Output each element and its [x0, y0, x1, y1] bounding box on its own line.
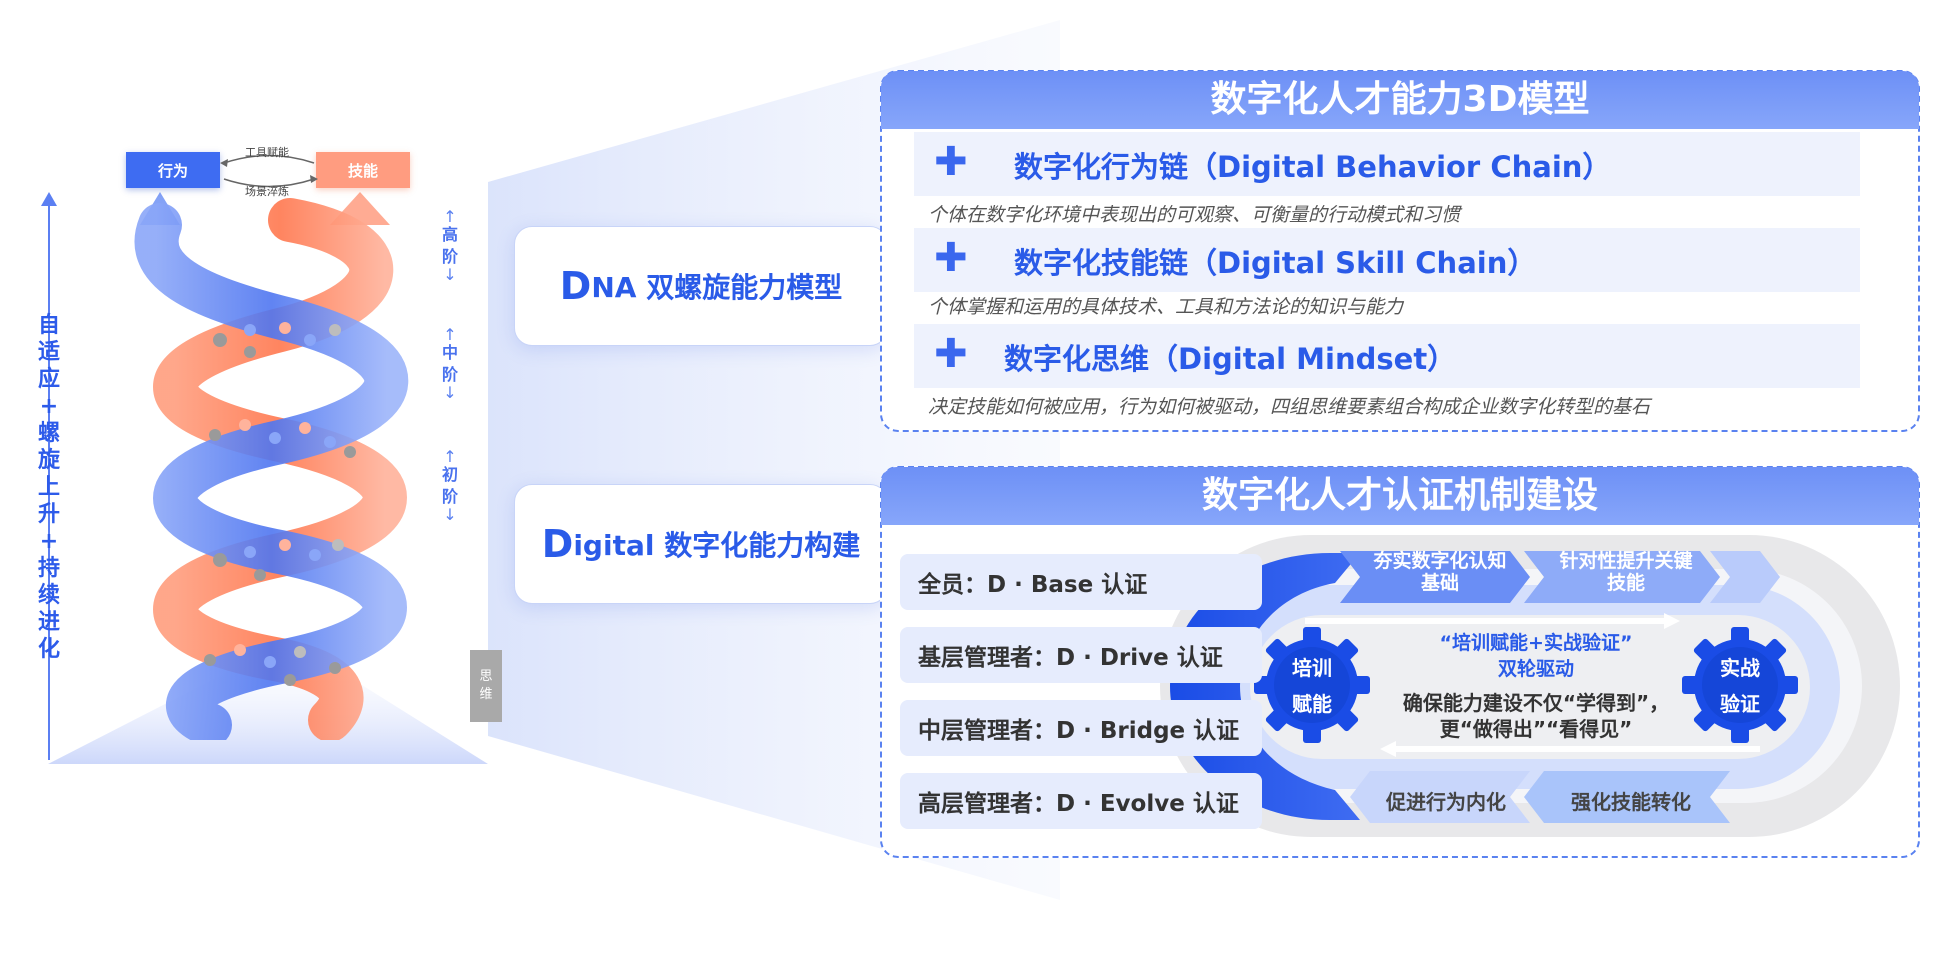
dna-helix: [134, 192, 409, 740]
mindset-desc: 决定技能如何被应用，行为如何被驱动，四组思维要素组合构成企业数字化转型的基石: [928, 396, 1651, 418]
exchange-arrows: [220, 154, 318, 188]
behavior-chain-title: 数字化行为链（Digital Behavior Chain）: [1014, 150, 1612, 184]
progress-axis: [48, 200, 50, 760]
blue-strand: [134, 203, 409, 740]
model-title: 数字化人才能力3D模型: [881, 71, 1919, 129]
behavior-chain-desc: 个体在数字化环境中表现出的可观察、可衡量的行动模式和习惯: [928, 204, 1461, 226]
dual-wheel-loop: [1160, 535, 1900, 837]
plus-icon: ✚: [934, 139, 968, 185]
behavior-chain-row: ✚ 数字化行为链（Digital Behavior Chain）: [914, 132, 1860, 196]
training-gear-label: 培训赋能: [1292, 656, 1332, 716]
training-gear: [1254, 627, 1370, 743]
mindset-row: ✚ 数字化思维（Digital Mindset）: [914, 324, 1860, 388]
top-arrow-label-1: 夯实数字化认知基础: [1373, 550, 1507, 594]
behavior-box: 行为: [126, 152, 220, 188]
cert-title: 数字化人才认证机制建设: [881, 467, 1919, 525]
bottom-arrow-label-2: 强化技能转化: [1571, 790, 1691, 814]
cert-row-bridge: 中层管理者：D · Bridge 认证: [900, 700, 1262, 756]
top-arrow-2: [1524, 551, 1720, 603]
skill-chain-desc: 个体掌握和运用的具体技术、工具和方法论的知识与能力: [928, 296, 1404, 318]
top-arrow-3: [1710, 551, 1780, 603]
cert-row-drive: 基层管理者：D · Drive 认证: [900, 627, 1262, 683]
plus-icon: ✚: [934, 235, 968, 281]
level-low: ↑ 初阶 ↓: [441, 447, 458, 524]
practice-gear: [1682, 627, 1798, 743]
top-arrow-1: [1340, 551, 1530, 603]
cert-row-base: 全员：D · Base 认证: [900, 554, 1262, 610]
adaptive-spiral-vertical-text: 自适 应+ 螺旋 上升 +持 续进 化: [37, 313, 60, 662]
mindset-title: 数字化思维（Digital Mindset）: [1004, 342, 1457, 376]
bottom-arrow-1: [1350, 771, 1530, 823]
dual-drive-title: “培训赋能+实战验证”双轮驱动: [1439, 632, 1633, 680]
plus-icon: ✚: [934, 331, 968, 377]
scene-training-label: 场景淬炼: [245, 185, 289, 198]
cert-row-evolve: 高层管理者：D · Evolve 认证: [900, 773, 1262, 829]
top-arrow-label-2: 针对性提升关键技能: [1559, 550, 1693, 594]
tool-enablement-label: 工具赋能: [245, 146, 289, 159]
upward-arrow-icon: [41, 192, 57, 206]
helix-nodes: [204, 322, 356, 686]
level-high: ↑ 高阶 ↓: [441, 207, 458, 284]
level-mid: ↑ 中阶 ↓: [441, 325, 458, 402]
skill-box: 技能: [316, 152, 410, 188]
dual-drive-desc: 确保能力建设不仅“学得到”，更“做得出”“看得见”: [1402, 691, 1670, 741]
bottom-arrow-label-1: 促进行为内化: [1386, 790, 1506, 814]
skill-chain-row: ✚ 数字化技能链（Digital Skill Chain）: [914, 228, 1860, 292]
thinking-tab: 思维: [470, 650, 502, 722]
bottom-arrow-2: [1524, 771, 1730, 823]
skill-chain-title: 数字化技能链（Digital Skill Chain）: [1014, 246, 1537, 280]
practice-gear-label: 实战验证: [1720, 656, 1760, 716]
